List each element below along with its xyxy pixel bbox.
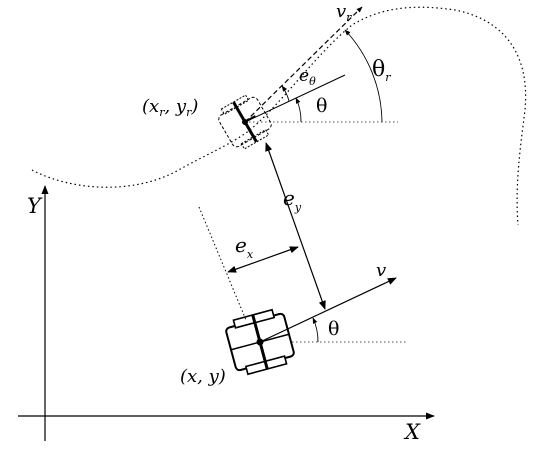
reference-trajectory <box>31 6 527 226</box>
theta-robot-arc <box>312 317 319 343</box>
theta-robot-label: θ <box>328 318 339 340</box>
x-axis-label: X <box>403 420 421 444</box>
heading-at-ref <box>244 74 346 123</box>
e-x-dimension <box>227 246 299 273</box>
e-x-extension <box>198 206 247 321</box>
theta-ref-arc <box>344 29 383 123</box>
e-x-label: ex <box>235 233 254 261</box>
v-label: v <box>376 260 386 281</box>
ref-pose-label: (xr, yr) <box>142 96 198 119</box>
v-arrow <box>259 277 397 343</box>
robot-pose-label: (x, y) <box>180 366 226 387</box>
v-ref-label: vr <box>336 1 352 24</box>
e-y-dimension <box>265 142 326 310</box>
e-theta-label: eθ <box>299 66 316 88</box>
reference-robot <box>218 94 272 150</box>
theta-ref-point-arc <box>295 97 302 123</box>
e-y-label: ey <box>283 186 302 214</box>
y-axis-label: Y <box>27 194 43 218</box>
theta-ref-point-label: θ <box>316 95 327 117</box>
theta-ref-label: θr <box>372 57 391 84</box>
v-ref-direction <box>244 6 363 123</box>
e-theta-arc <box>281 85 290 102</box>
